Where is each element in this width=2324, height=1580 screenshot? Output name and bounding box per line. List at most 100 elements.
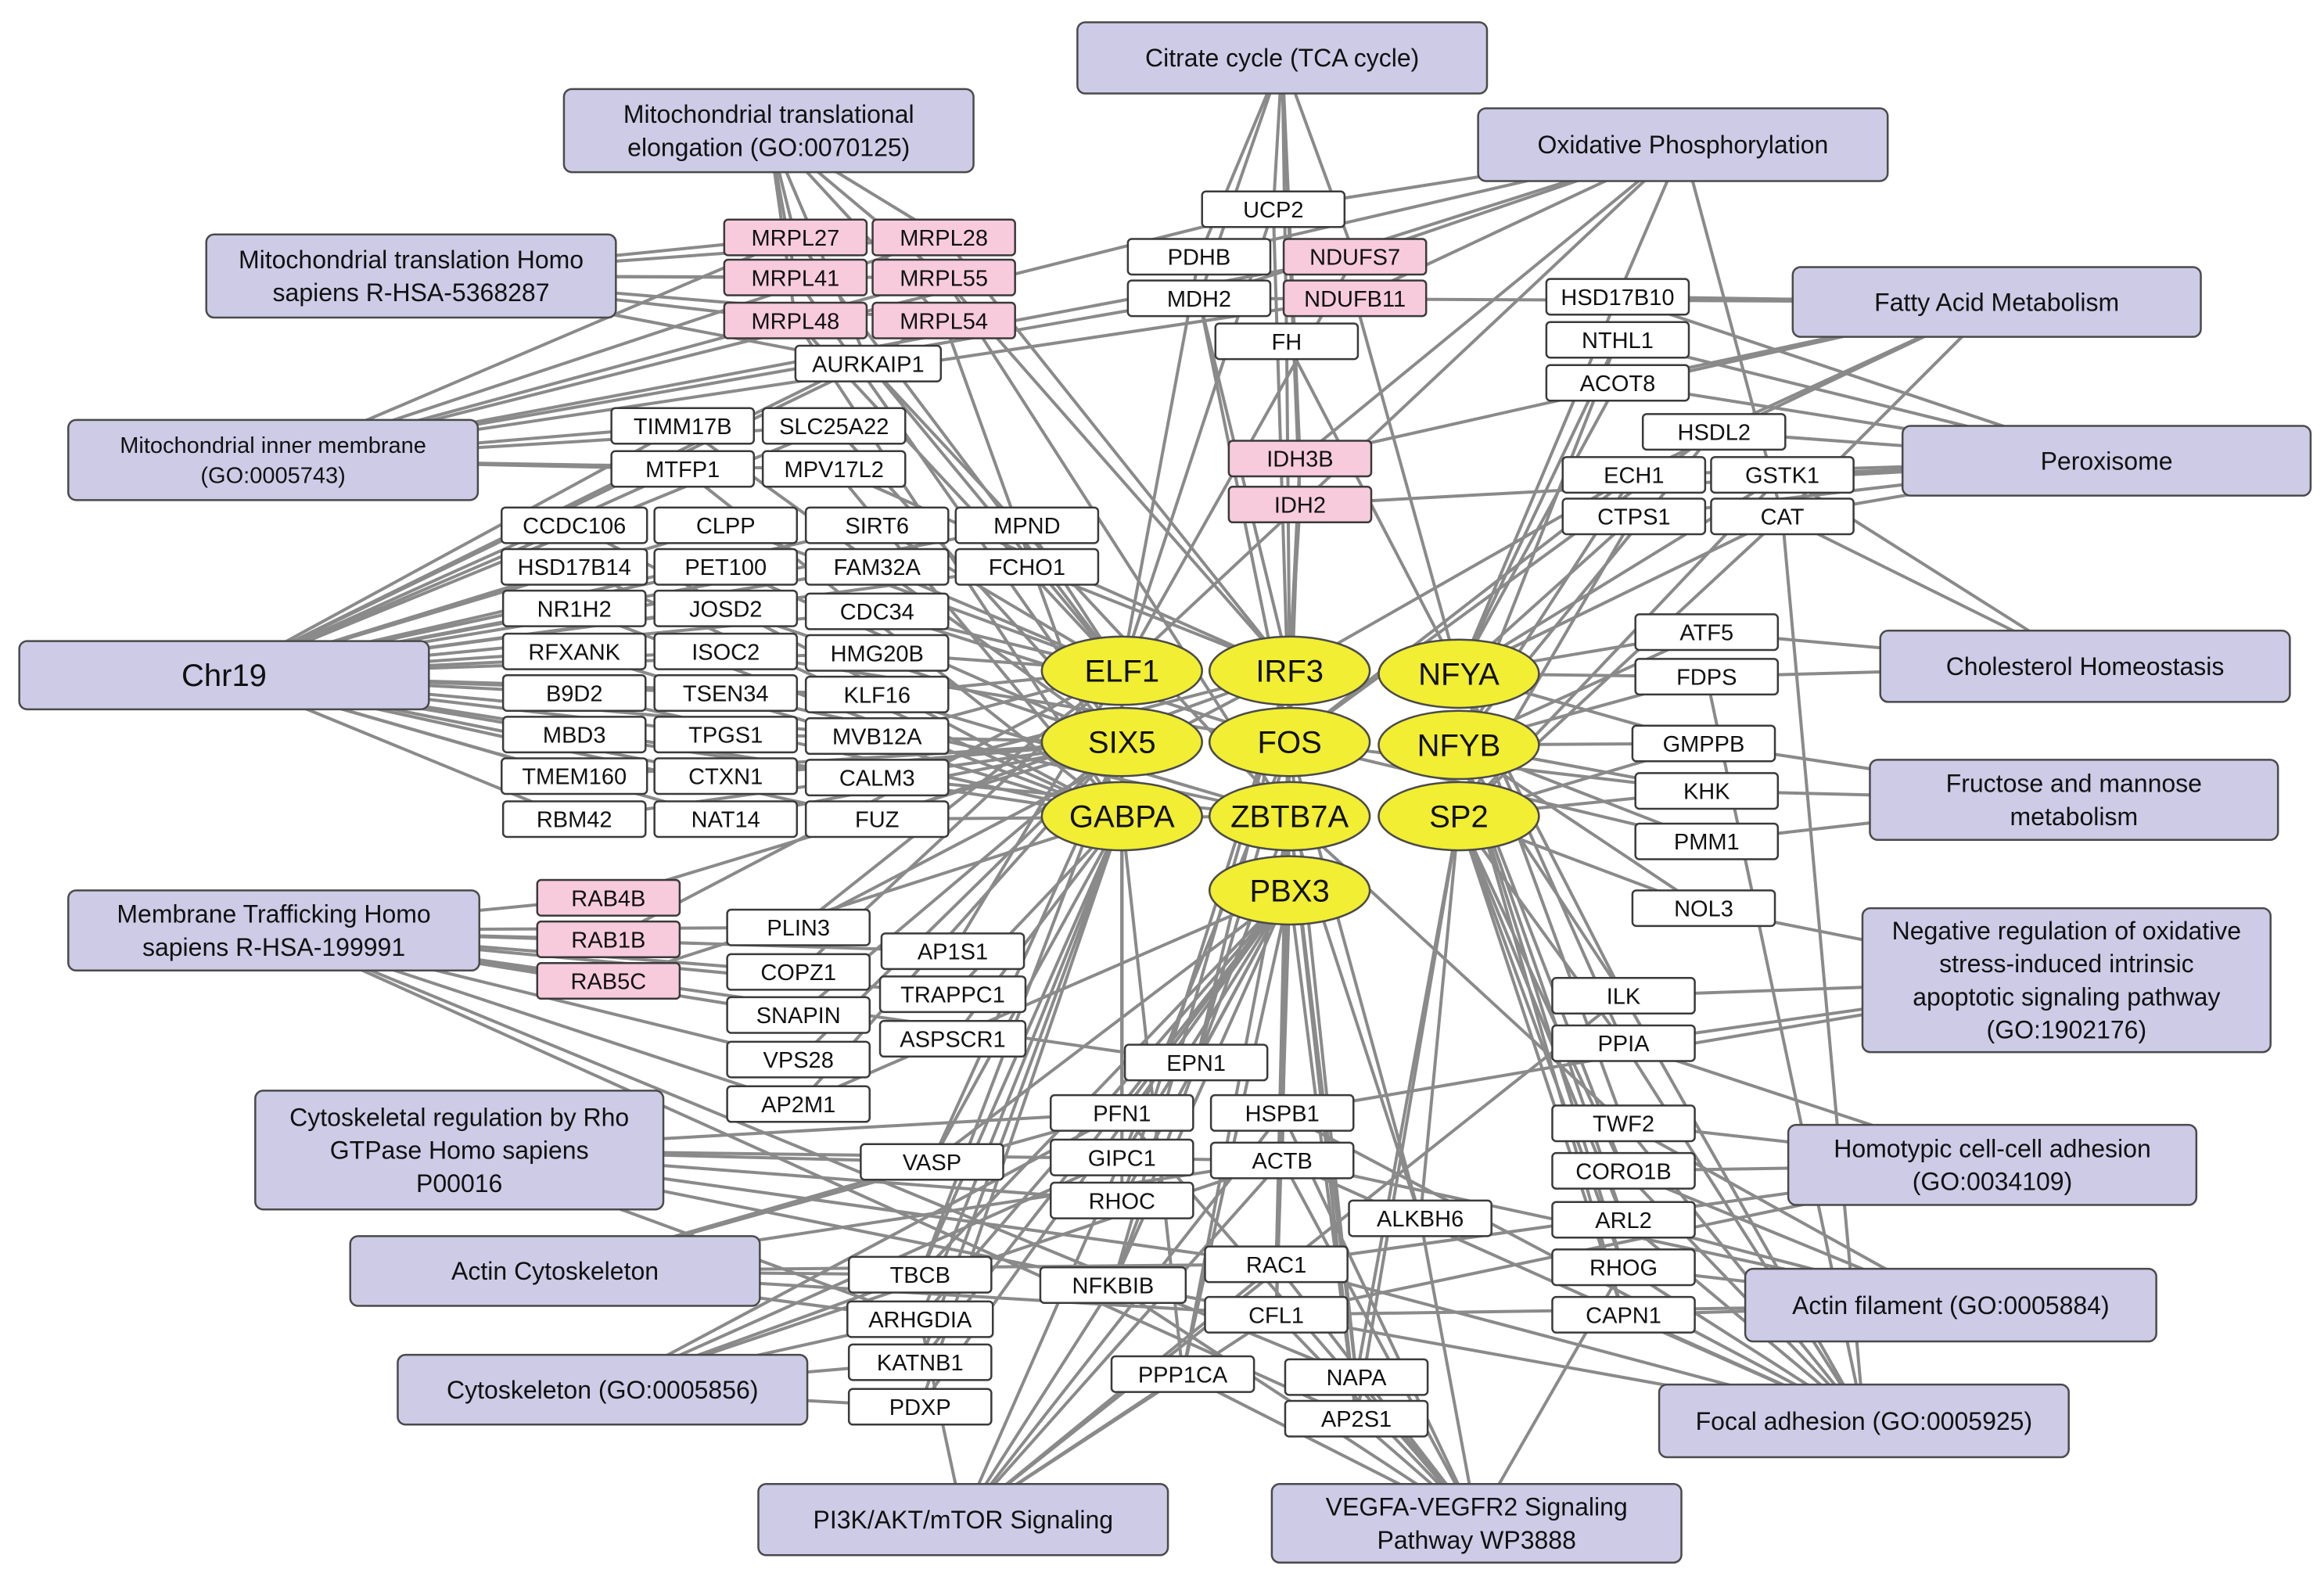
tf-gene-edge	[918, 815, 1124, 1320]
gene-label: NR1H2	[537, 597, 612, 622]
gene-node-calm3: CALM3	[804, 759, 950, 797]
gene-box	[726, 996, 871, 1034]
term-label: Actin Cytoskeleton	[451, 1257, 659, 1285]
gene-label: PFN1	[1093, 1101, 1151, 1126]
tf-ellipse	[1378, 781, 1540, 852]
gene-label: MPND	[993, 514, 1060, 539]
gene-node-khk: KHK	[1634, 772, 1780, 810]
gene-node-snapin: SNAPIN	[726, 996, 871, 1034]
gene-node-napa: NAPA	[1284, 1358, 1429, 1396]
gene-node-slc25a22: SLC25A22	[761, 407, 907, 445]
tf-label: NFYB	[1417, 728, 1501, 763]
gene-box	[1126, 238, 1272, 276]
node-layer: Citrate cycle (TCA cycle)Mitochondrial t…	[18, 21, 2312, 1564]
gene-label: JOSD2	[689, 597, 762, 622]
gene-label: PET100	[684, 555, 767, 580]
gene-node-cdc34: CDC34	[804, 592, 950, 630]
gene-box	[1282, 238, 1428, 276]
gene-node-idh2: IDH2	[1227, 486, 1373, 524]
gene-node-fdps: FDPS	[1634, 658, 1780, 696]
gene-label: PDXP	[889, 1395, 951, 1420]
gene-node-tsen34: TSEN34	[653, 673, 799, 713]
gene-box	[1227, 486, 1373, 524]
gene-box	[1204, 1245, 1349, 1284]
gene-box	[653, 673, 799, 713]
term-box	[67, 418, 480, 501]
gene-label: VASP	[903, 1151, 961, 1176]
gene-label: CFL1	[1248, 1303, 1304, 1328]
tf-ellipse	[1208, 706, 1371, 777]
gene-label: CORO1B	[1575, 1159, 1671, 1184]
gene-label: MPV17L2	[785, 458, 884, 483]
tf-node-zbtb7a: ZBTB7A	[1208, 781, 1371, 852]
gene-box	[653, 506, 799, 544]
term-label: Pathway WP3888	[1378, 1526, 1576, 1554]
gene-box	[536, 962, 681, 1000]
term-node-chol: Cholesterol Homeostasis	[1879, 630, 2291, 703]
gene-box	[860, 1143, 1004, 1181]
term-box	[1076, 21, 1489, 95]
tf-gene-edge	[1457, 296, 1619, 675]
gene-node-mrpl48: MRPL48	[723, 301, 868, 339]
gene-node-isoc2: ISOC2	[653, 632, 799, 670]
gene-node-mbd3: MBD3	[501, 716, 647, 754]
tf-node-nfyb: NFYB	[1378, 709, 1540, 781]
gene-label: KATNB1	[877, 1351, 964, 1376]
gene-box	[1284, 1399, 1429, 1438]
gene-label: PPIA	[1597, 1032, 1650, 1057]
gene-label: GSTK1	[1745, 464, 1819, 489]
gene-box	[1348, 1199, 1492, 1237]
gene-node-nat14: NAT14	[653, 800, 799, 838]
term-label: Homotypic cell-cell adhesion	[1834, 1134, 2151, 1162]
term-node-negreg: Negative regulation of oxidativestress-i…	[1861, 907, 2272, 1054]
gene-node-cat: CAT	[1710, 497, 1855, 536]
gene-node-rhog: RHOG	[1551, 1248, 1696, 1287]
gene-node-mtfp1: MTFP1	[610, 450, 756, 488]
gene-label: AURKAIP1	[812, 352, 924, 377]
gene-box	[653, 589, 799, 627]
gene-node-acot8: ACOT8	[1545, 364, 1690, 402]
gene-label: HSPB1	[1245, 1101, 1320, 1126]
gene-box	[804, 759, 950, 797]
gene-label: MVB12A	[832, 725, 922, 750]
term-label: Fatty Acid Metabolism	[1874, 288, 2119, 316]
gene-label: NOL3	[1674, 897, 1733, 922]
gene-box	[804, 716, 950, 756]
term-node-perox: Peroxisome	[1901, 425, 2312, 497]
gene-box	[804, 548, 950, 586]
tf-node-pbx3: PBX3	[1208, 855, 1371, 926]
tf-node-irf3: IRF3	[1208, 635, 1371, 706]
gene-label: VPS28	[763, 1048, 834, 1073]
gene-label: UCP2	[1243, 198, 1303, 223]
term-label: (GO:0034109)	[1913, 1168, 2073, 1196]
gene-node-ilk: ILK	[1551, 976, 1696, 1015]
gene-node-gstk1: GSTK1	[1710, 456, 1855, 494]
tf-gene-edge	[797, 889, 1291, 1106]
gene-node-nol3: NOL3	[1631, 889, 1776, 928]
gene-box	[1126, 279, 1272, 318]
term-node-oxphos: Oxidative Phosphorylation	[1477, 107, 1889, 182]
gene-box	[1204, 1295, 1349, 1334]
gene-node-coro1b: CORO1B	[1551, 1151, 1696, 1190]
term-box	[1861, 907, 2272, 1054]
term-label: Fructose and mannose	[1946, 770, 2202, 798]
gene-box	[847, 1343, 993, 1381]
tf-ellipse	[1208, 635, 1371, 706]
gene-node-tmem160: TMEM160	[501, 757, 648, 795]
gene-label: B9D2	[546, 681, 603, 706]
tf-gene-edge	[1418, 816, 1460, 1219]
gene-label: CDC34	[840, 600, 914, 625]
gene-node-twf2: TWF2	[1551, 1104, 1696, 1143]
term-box	[1879, 630, 2291, 703]
gene-node-pfn1: PFN1	[1049, 1093, 1194, 1132]
gene-box	[1282, 279, 1428, 318]
tf-gene-edge	[943, 276, 1291, 672]
gene-node-mdh2: MDH2	[1126, 279, 1272, 318]
term-label: Cholesterol Homeostasis	[1946, 652, 2225, 680]
gene-label: PMM1	[1674, 830, 1740, 855]
gene-node-rfxank: RFXANK	[501, 632, 647, 670]
gene-label: CALM3	[839, 767, 915, 792]
gene-node-rab1b: RAB1B	[536, 920, 681, 958]
